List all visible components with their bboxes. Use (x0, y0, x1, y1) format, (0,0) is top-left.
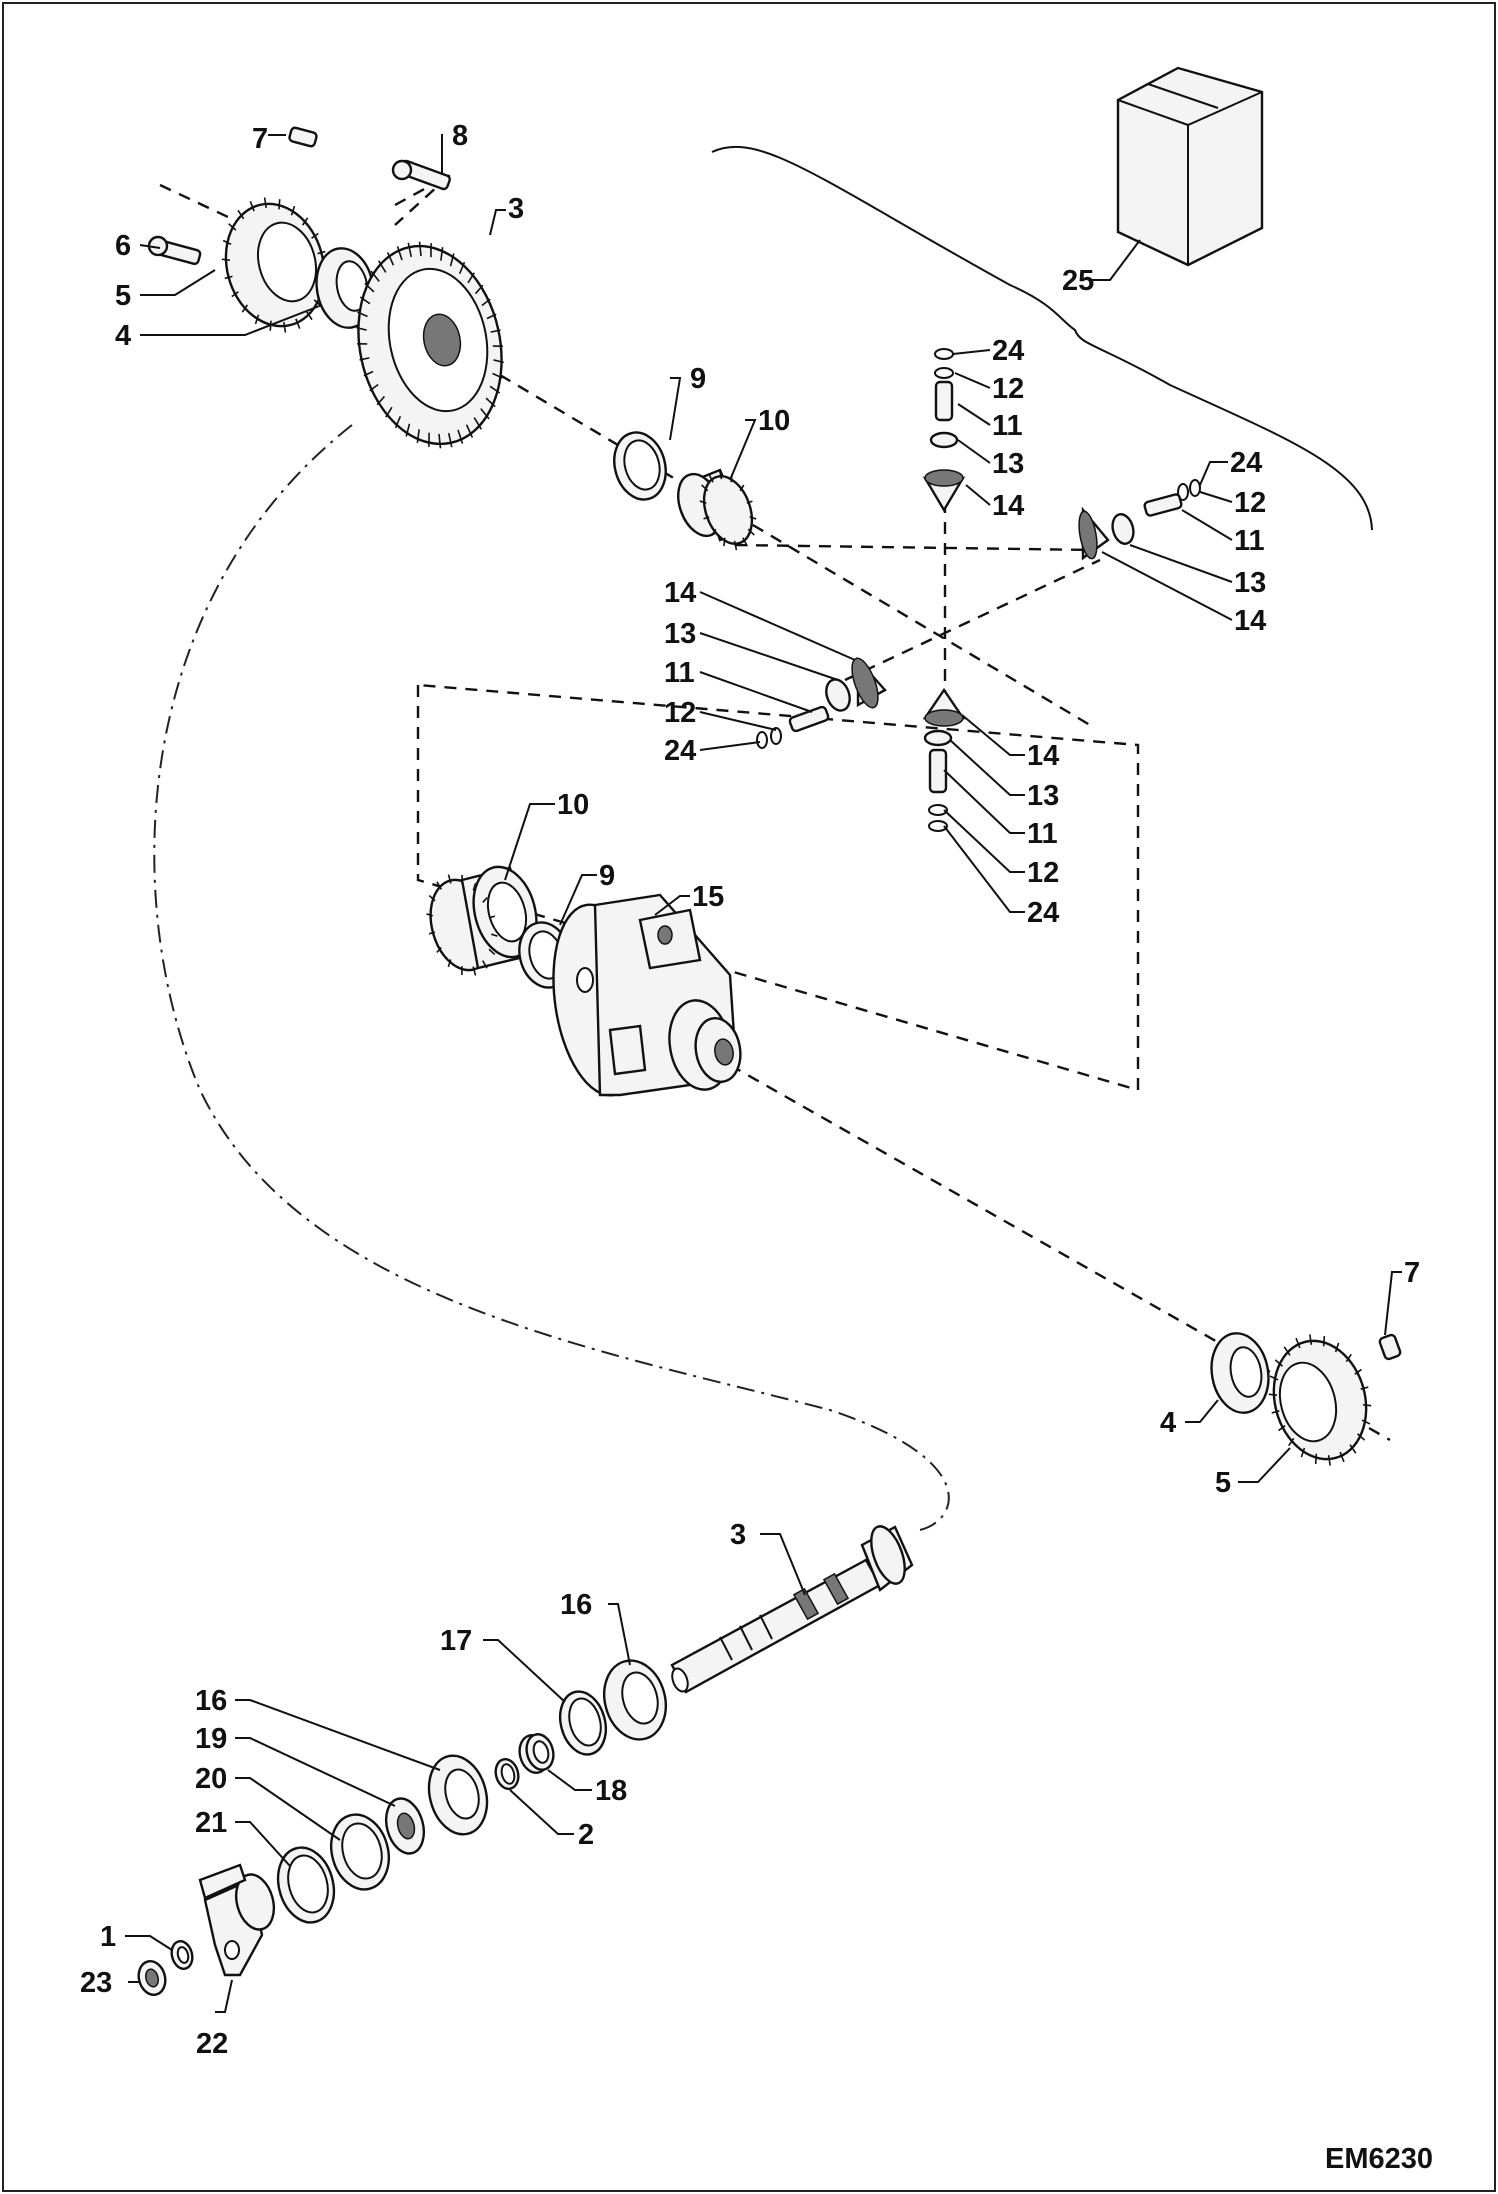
callout-4-top: 4 (115, 320, 131, 352)
callout-10-top: 10 (758, 405, 790, 437)
callout-8: 8 (452, 120, 468, 152)
callout-2: 2 (578, 1819, 594, 1851)
callout-6: 6 (115, 230, 131, 262)
deflector-21-icon (276, 1846, 336, 1924)
clutch-gear-10-mid-icon (426, 865, 538, 976)
bearing-16-lower-icon (427, 1754, 489, 1836)
callout-13-right: 13 (1234, 567, 1266, 599)
bolt-8-icon (391, 159, 451, 191)
callout-9-top: 9 (690, 363, 706, 395)
drawing-id-label: EM6230 (1325, 2143, 1433, 2175)
callout-11-right: 11 (1234, 525, 1265, 557)
bearing-4-right-icon (1210, 1332, 1270, 1414)
nut-23-icon (137, 1960, 167, 1996)
callout-17: 17 (440, 1625, 472, 1657)
callout-18: 18 (595, 1775, 627, 1807)
seal-20-icon (330, 1813, 390, 1891)
ring-2-icon (494, 1758, 520, 1790)
adjuster-ring-5-right-icon (1268, 1334, 1372, 1466)
ring-1-icon (170, 1940, 194, 1970)
callout-14-right: 14 (1234, 605, 1266, 637)
assembly-axis-lines (159, 173, 1391, 1442)
gear-mesh-curve (153, 424, 950, 1531)
callout-13-top: 13 (992, 448, 1024, 480)
callout-7-top: 7 (252, 123, 268, 155)
callout-22: 22 (196, 2028, 228, 2060)
callout-11-top: 11 (992, 410, 1023, 442)
callout-5-right: 5 (1215, 1467, 1231, 1499)
callout-5-top: 5 (115, 280, 131, 312)
yoke-22-icon (198, 1863, 276, 1977)
callout-14-left: 14 (664, 577, 696, 609)
callout-16-upper: 16 (560, 1589, 592, 1621)
bolt-7-top-icon (288, 126, 318, 148)
pin-group-top-icon (922, 348, 966, 513)
callout-14-top: 14 (992, 490, 1024, 522)
callout-21: 21 (195, 1807, 227, 1839)
callout-12-left: 12 (664, 697, 696, 729)
callout-12-right: 12 (1234, 487, 1266, 519)
callout-16-lower: 16 (195, 1685, 227, 1717)
kit-bracket (711, 145, 1373, 531)
callout-15: 15 (692, 881, 724, 913)
leader-lines (125, 134, 1402, 2013)
callout-11-left: 11 (664, 657, 695, 689)
callout-25: 25 (1062, 265, 1094, 297)
bearing-16-upper-icon (603, 1659, 667, 1741)
collar-18-icon (518, 1733, 555, 1774)
callout-23: 23 (80, 1967, 112, 1999)
callout-7-right: 7 (1404, 1257, 1420, 1289)
callout-10-mid: 10 (557, 789, 589, 821)
callout-9-mid: 9 (599, 860, 615, 892)
callout-11-bottom: 11 (1027, 818, 1058, 850)
callout-19: 19 (195, 1723, 227, 1755)
clutch-gear-10-top-icon (677, 468, 757, 551)
callout-13-bottom: 13 (1027, 780, 1059, 812)
callout-24-bottom: 24 (1027, 897, 1059, 929)
pin-group-right-icon (1078, 479, 1201, 561)
callout-20: 20 (195, 1763, 227, 1795)
callout-labels: 7 8 3 6 5 4 25 9 10 24 12 11 13 14 24 12… (80, 120, 1420, 2060)
kit-box-icon (1116, 66, 1264, 267)
bolt-6-icon (147, 235, 202, 266)
callout-12-bottom: 12 (1027, 857, 1059, 889)
callout-3-pinion: 3 (730, 1519, 746, 1551)
pin-group-bottom-icon (922, 687, 966, 832)
differential-housing-15-icon (552, 893, 742, 1097)
callout-1: 1 (100, 1921, 116, 1953)
bolt-7-right-icon (1378, 1333, 1402, 1361)
callout-12-top: 12 (992, 373, 1024, 405)
adjuster-ring-5-top-icon (221, 197, 329, 333)
callout-3-ring-gear: 3 (508, 193, 524, 225)
callout-4-right: 4 (1160, 1407, 1176, 1439)
spacer-17-icon (558, 1690, 608, 1756)
pin-group-left-icon (756, 656, 887, 749)
ring-gear-3-icon (356, 241, 504, 449)
callout-24-right: 24 (1230, 447, 1262, 479)
callout-24-top: 24 (992, 335, 1024, 367)
shim-ring-9-top-icon (613, 431, 667, 501)
callout-13-left: 13 (664, 618, 696, 650)
gear-19-icon (384, 1797, 426, 1855)
callout-24-left: 24 (664, 735, 696, 767)
callout-14-bottom: 14 (1027, 740, 1059, 772)
pinion-shaft-3-icon (670, 1525, 914, 1694)
